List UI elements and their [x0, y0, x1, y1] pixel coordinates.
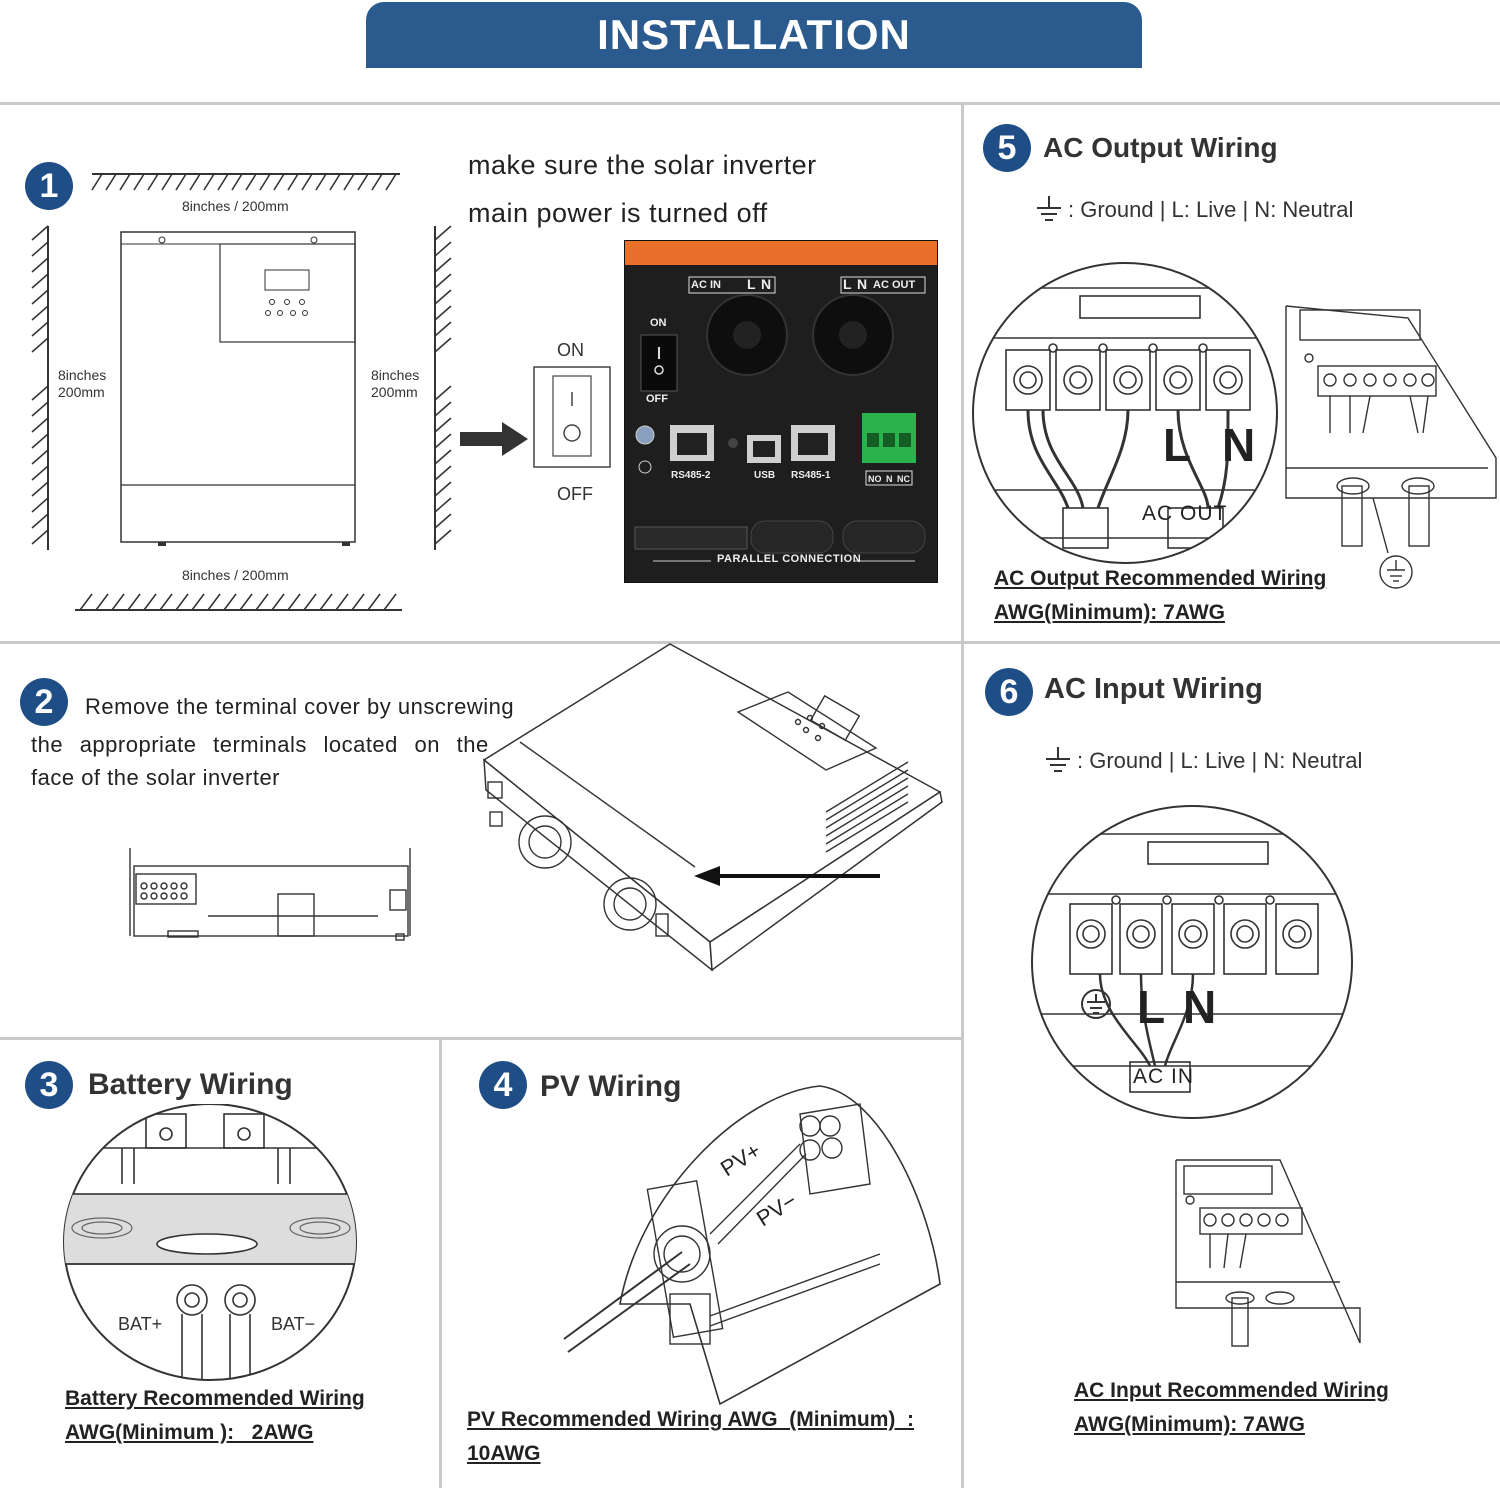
divider	[0, 1037, 962, 1040]
relay-no-label: NO	[868, 474, 882, 484]
clearance-top-label: 8inches / 200mm	[182, 198, 289, 214]
step-5-legend: : Ground | L: Live | N: Neutral	[1068, 197, 1354, 222]
ac-in-n-label: N	[761, 276, 772, 292]
parallel-connection-label: PARALLEL CONNECTION	[717, 553, 862, 565]
step-4-note-line1: PV Recommended Wiring AWG (Minimum) :	[467, 1408, 915, 1431]
power-switch-icon	[533, 366, 611, 468]
panel-on-label: ON	[650, 317, 667, 329]
step-2-text-line3: face of the solar inverter	[31, 765, 281, 790]
bat-negative-label: BAT−	[271, 1314, 316, 1334]
step-1-instruction-line2: main power is turned off	[468, 198, 768, 228]
step-4-note-line2: 10AWG	[467, 1442, 541, 1465]
ac-out-terminal-label: AC OUT	[1142, 502, 1228, 525]
step-5-note-line2: AWG(Minimum): 7AWG	[994, 601, 1225, 624]
divider	[439, 1039, 442, 1488]
ac-out-label: AC OUT	[873, 279, 916, 291]
ac-out-n-label: N	[857, 276, 868, 292]
clearance-diagram	[31, 173, 452, 611]
ground-symbol-icon	[1046, 747, 1070, 772]
ac-input-small-diagram	[1175, 1159, 1361, 1347]
divider	[0, 102, 1500, 105]
ac-in-label: AC IN	[691, 279, 721, 291]
step-5-note-line1: AC Output Recommended Wiring	[994, 567, 1327, 590]
ac-out-neutral-label: N	[1222, 419, 1256, 471]
ac-in-terminal-label: AC IN	[1133, 1065, 1195, 1088]
clearance-left-label-mm: 200mm	[58, 384, 105, 400]
battery-terminal-diagram	[63, 1104, 357, 1381]
ac-in-live-label: L	[1137, 981, 1166, 1033]
panel-drawing	[634, 276, 926, 562]
step-3-title: Battery Wiring	[88, 1068, 293, 1101]
rs485-1-label: RS485-1	[791, 470, 831, 481]
divider	[961, 104, 964, 1488]
step-3-note-line2: AWG(Minimum ): 2AWG	[65, 1421, 314, 1444]
step-2-text-line2: the appropriate terminals located on the	[31, 732, 489, 757]
step-2-text-line1: Remove the terminal cover by unscrewing	[85, 694, 515, 719]
pv-terminal-diagram	[563, 1085, 941, 1406]
relay-nc-label: NC	[897, 474, 910, 484]
step-3-note-line1: Battery Recommended Wiring	[65, 1387, 365, 1410]
step-1-instruction-line1: make sure the solar inverter	[468, 150, 817, 180]
step-6-legend: : Ground | L: Live | N: Neutral	[1077, 748, 1363, 773]
bat-positive-label: BAT+	[118, 1314, 163, 1334]
step-5-badge: 5	[983, 124, 1031, 172]
panel-off-label: OFF	[646, 393, 668, 405]
step-6-note-line2: AWG(Minimum): 7AWG	[1074, 1413, 1305, 1436]
page-title: INSTALLATION	[366, 2, 1142, 68]
inverter-iso-diagram	[482, 643, 943, 972]
ground-symbol-icon	[1037, 196, 1061, 221]
ac-out-live-label: L	[1163, 419, 1192, 471]
clearance-right-label: 8inches	[371, 367, 420, 383]
ac-in-l-label: L	[747, 276, 756, 292]
clearance-bottom-label: 8inches / 200mm	[182, 567, 289, 583]
clearance-left-label: 8inches	[58, 367, 107, 383]
divider	[0, 641, 1500, 644]
switch-off-label: OFF	[557, 484, 593, 504]
step-6-title: AC Input Wiring	[1044, 673, 1263, 705]
relay-n-label: N	[886, 474, 893, 484]
panel-top-edge	[625, 241, 937, 265]
switch-on-label: ON	[557, 340, 584, 360]
clearance-right-label-mm: 200mm	[371, 384, 418, 400]
ac-in-neutral-label: N	[1183, 981, 1217, 1033]
ac-input-terminal-diagram	[1031, 805, 1353, 1119]
terminal-cover-bottom-diagram	[129, 848, 411, 941]
inverter-bottom-panel: AC IN L N L N AC OUT ON OFF RS485-2 USB …	[624, 240, 938, 583]
step-3-badge: 3	[25, 1061, 73, 1109]
ac-output-terminal-diagram	[972, 262, 1497, 589]
usb-label: USB	[754, 470, 776, 481]
step-5-title: AC Output Wiring	[1043, 132, 1278, 163]
ac-out-l-label: L	[843, 276, 852, 292]
step-6-note-line1: AC Input Recommended Wiring	[1074, 1379, 1389, 1402]
arrow-right-icon	[460, 422, 528, 456]
step-4-badge: 4	[479, 1061, 527, 1109]
rs485-2-label: RS485-2	[671, 470, 711, 481]
step-4-title: PV Wiring	[540, 1070, 682, 1103]
step-1-badge: 1	[25, 162, 73, 210]
step-2-badge: 2	[20, 678, 68, 726]
step-6-badge: 6	[985, 668, 1033, 716]
